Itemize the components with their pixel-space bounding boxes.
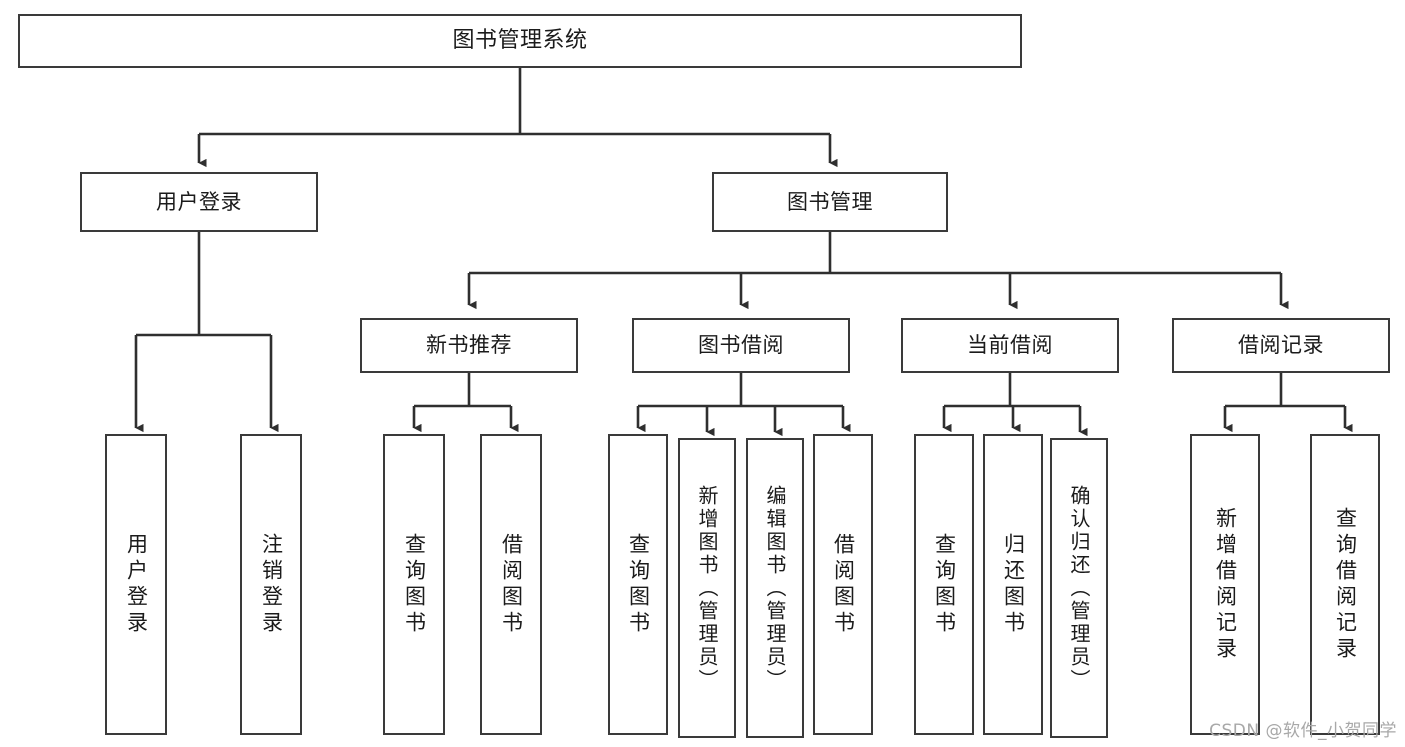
leaf-query-book-2-label: 查询图书: [626, 532, 651, 637]
leaf-query-book-3-label: 查询图书: [932, 532, 957, 637]
node-current-borrow-label: 当前借阅: [967, 333, 1053, 358]
leaf-user-login-label: 用户登录: [124, 532, 149, 637]
leaf-logout-label: 注销登录: [259, 532, 284, 637]
leaf-user-login[interactable]: 用户登录: [105, 434, 167, 735]
leaf-add-book[interactable]: 新增图书（管理员）: [678, 438, 736, 738]
leaf-confirm-return-label: 确认归还（管理员）: [1067, 484, 1091, 692]
node-root[interactable]: 图书管理系统: [18, 14, 1022, 68]
node-user-login-label: 用户登录: [156, 189, 242, 214]
node-borrow-record-label: 借阅记录: [1238, 333, 1324, 358]
leaf-confirm-return[interactable]: 确认归还（管理员）: [1050, 438, 1108, 738]
leaf-return-book[interactable]: 归还图书: [983, 434, 1043, 735]
leaf-add-record-label: 新增借阅记录: [1213, 506, 1238, 663]
leaf-query-record[interactable]: 查询借阅记录: [1310, 434, 1380, 735]
leaf-add-record[interactable]: 新增借阅记录: [1190, 434, 1260, 735]
leaf-logout[interactable]: 注销登录: [240, 434, 302, 735]
leaf-borrow-book-2-label: 借阅图书: [831, 532, 856, 637]
node-book-borrow[interactable]: 图书借阅: [632, 318, 850, 373]
node-new-book-recommend[interactable]: 新书推荐: [360, 318, 578, 373]
leaf-borrow-book-1-label: 借阅图书: [499, 532, 524, 637]
node-current-borrow[interactable]: 当前借阅: [901, 318, 1119, 373]
leaf-query-book-2[interactable]: 查询图书: [608, 434, 668, 735]
leaf-query-book-1[interactable]: 查询图书: [383, 434, 445, 735]
node-book-manage-label: 图书管理: [787, 189, 873, 214]
leaf-return-book-label: 归还图书: [1001, 532, 1026, 637]
leaf-borrow-book-2[interactable]: 借阅图书: [813, 434, 873, 735]
node-user-login[interactable]: 用户登录: [80, 172, 318, 232]
node-root-label: 图书管理系统: [452, 28, 588, 54]
node-borrow-record[interactable]: 借阅记录: [1172, 318, 1390, 373]
leaf-edit-book[interactable]: 编辑图书（管理员）: [746, 438, 804, 738]
node-book-manage[interactable]: 图书管理: [712, 172, 948, 232]
leaf-query-book-1-label: 查询图书: [402, 532, 427, 637]
leaf-query-record-label: 查询借阅记录: [1333, 506, 1358, 663]
leaf-add-book-label: 新增图书（管理员）: [695, 484, 719, 692]
leaf-edit-book-label: 编辑图书（管理员）: [763, 484, 787, 692]
leaf-query-book-3[interactable]: 查询图书: [914, 434, 974, 735]
node-new-book-recommend-label: 新书推荐: [426, 333, 512, 358]
leaf-borrow-book-1[interactable]: 借阅图书: [480, 434, 542, 735]
node-book-borrow-label: 图书借阅: [698, 333, 784, 358]
csdn-watermark: CSDN @软件_小贺同学: [1209, 721, 1397, 741]
